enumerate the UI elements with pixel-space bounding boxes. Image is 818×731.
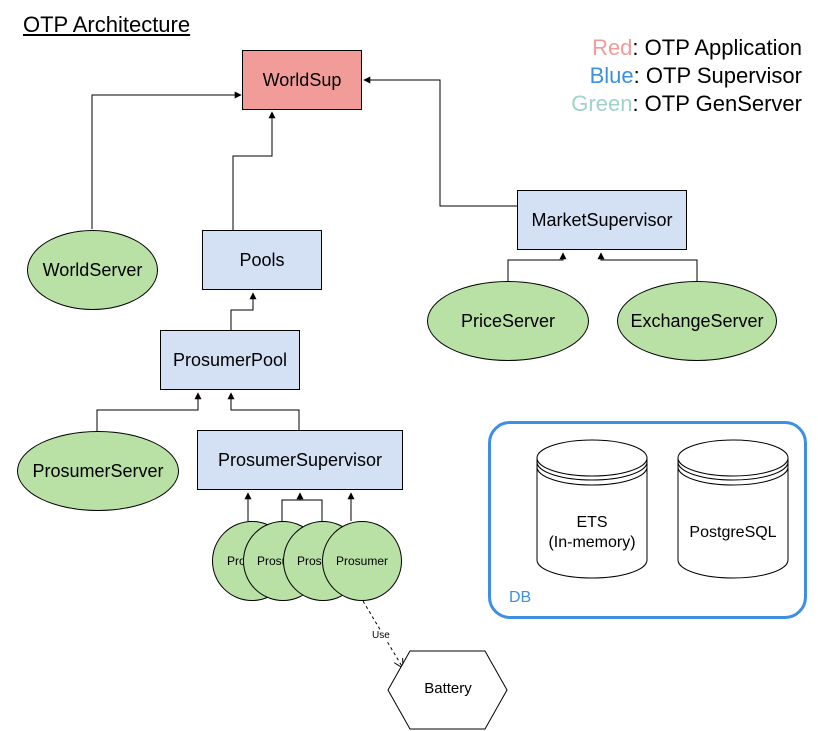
ets-label-line2: (In-memory) xyxy=(548,534,636,551)
edge-prosumer3-prosumersupervisor xyxy=(300,499,323,521)
node-exchangeserver: ExchangeServer xyxy=(617,281,777,361)
edge-worldserver-worldsup xyxy=(91,91,242,229)
legend-color-word: Red xyxy=(592,35,633,60)
node-priceserver: PriceServer xyxy=(427,281,589,361)
node-worldserver: WorldServer xyxy=(27,230,158,310)
ets-cylinder xyxy=(536,439,648,579)
edge-prosumersupervisor-prosumerpool xyxy=(227,392,300,430)
edge-exchangeserver-marketsupervisor xyxy=(597,252,698,281)
node-worldsup: WorldSup xyxy=(242,50,362,110)
edge-prosumer2-prosumersupervisor xyxy=(281,492,304,521)
ets-label: ETS (In-memory) xyxy=(537,513,647,553)
legend-item-genserver: Green: OTP GenServer xyxy=(571,90,802,118)
node-marketsupervisor: MarketSupervisor xyxy=(517,190,687,250)
postgresql-label: PostgreSQL xyxy=(689,524,777,541)
db-group xyxy=(488,421,807,619)
node-prosumerpool: ProsumerPool xyxy=(160,330,300,390)
legend-color-word: Green xyxy=(571,91,633,116)
legend: Red: OTP Application Blue: OTP Superviso… xyxy=(571,34,802,118)
edge-marketsupervisor-worldsup xyxy=(363,76,517,207)
node-prosumer: Prosumer xyxy=(322,521,402,601)
node-battery: Battery xyxy=(424,680,472,697)
node-prosumerserver: ProsumerServer xyxy=(17,431,179,511)
edge-prosumerserver-prosumerpool xyxy=(96,392,202,431)
edge-pools-worldsup xyxy=(232,111,276,230)
legend-desc: : OTP Application xyxy=(632,35,802,60)
edge-prosumer-battery xyxy=(362,600,403,668)
edge-prosumerpool-pools xyxy=(230,292,257,330)
edge-label-use: Use xyxy=(371,630,391,641)
legend-color-word: Blue xyxy=(589,63,634,88)
diagram-title: OTP Architecture xyxy=(23,12,191,37)
edge-priceserver-marketsupervisor xyxy=(507,252,567,281)
battery-shape xyxy=(387,650,508,730)
node-prosumersupervisor: ProsumerSupervisor xyxy=(197,430,403,490)
legend-item-application: Red: OTP Application xyxy=(571,34,802,62)
legend-item-supervisor: Blue: OTP Supervisor xyxy=(571,62,802,90)
node-pools: Pools xyxy=(202,230,322,290)
legend-desc: : OTP GenServer xyxy=(632,91,802,116)
postgresql-cylinder xyxy=(677,439,789,579)
ets-label-line1: ETS xyxy=(576,514,608,531)
legend-desc: : OTP Supervisor xyxy=(633,63,802,88)
db-label: DB xyxy=(509,589,532,606)
